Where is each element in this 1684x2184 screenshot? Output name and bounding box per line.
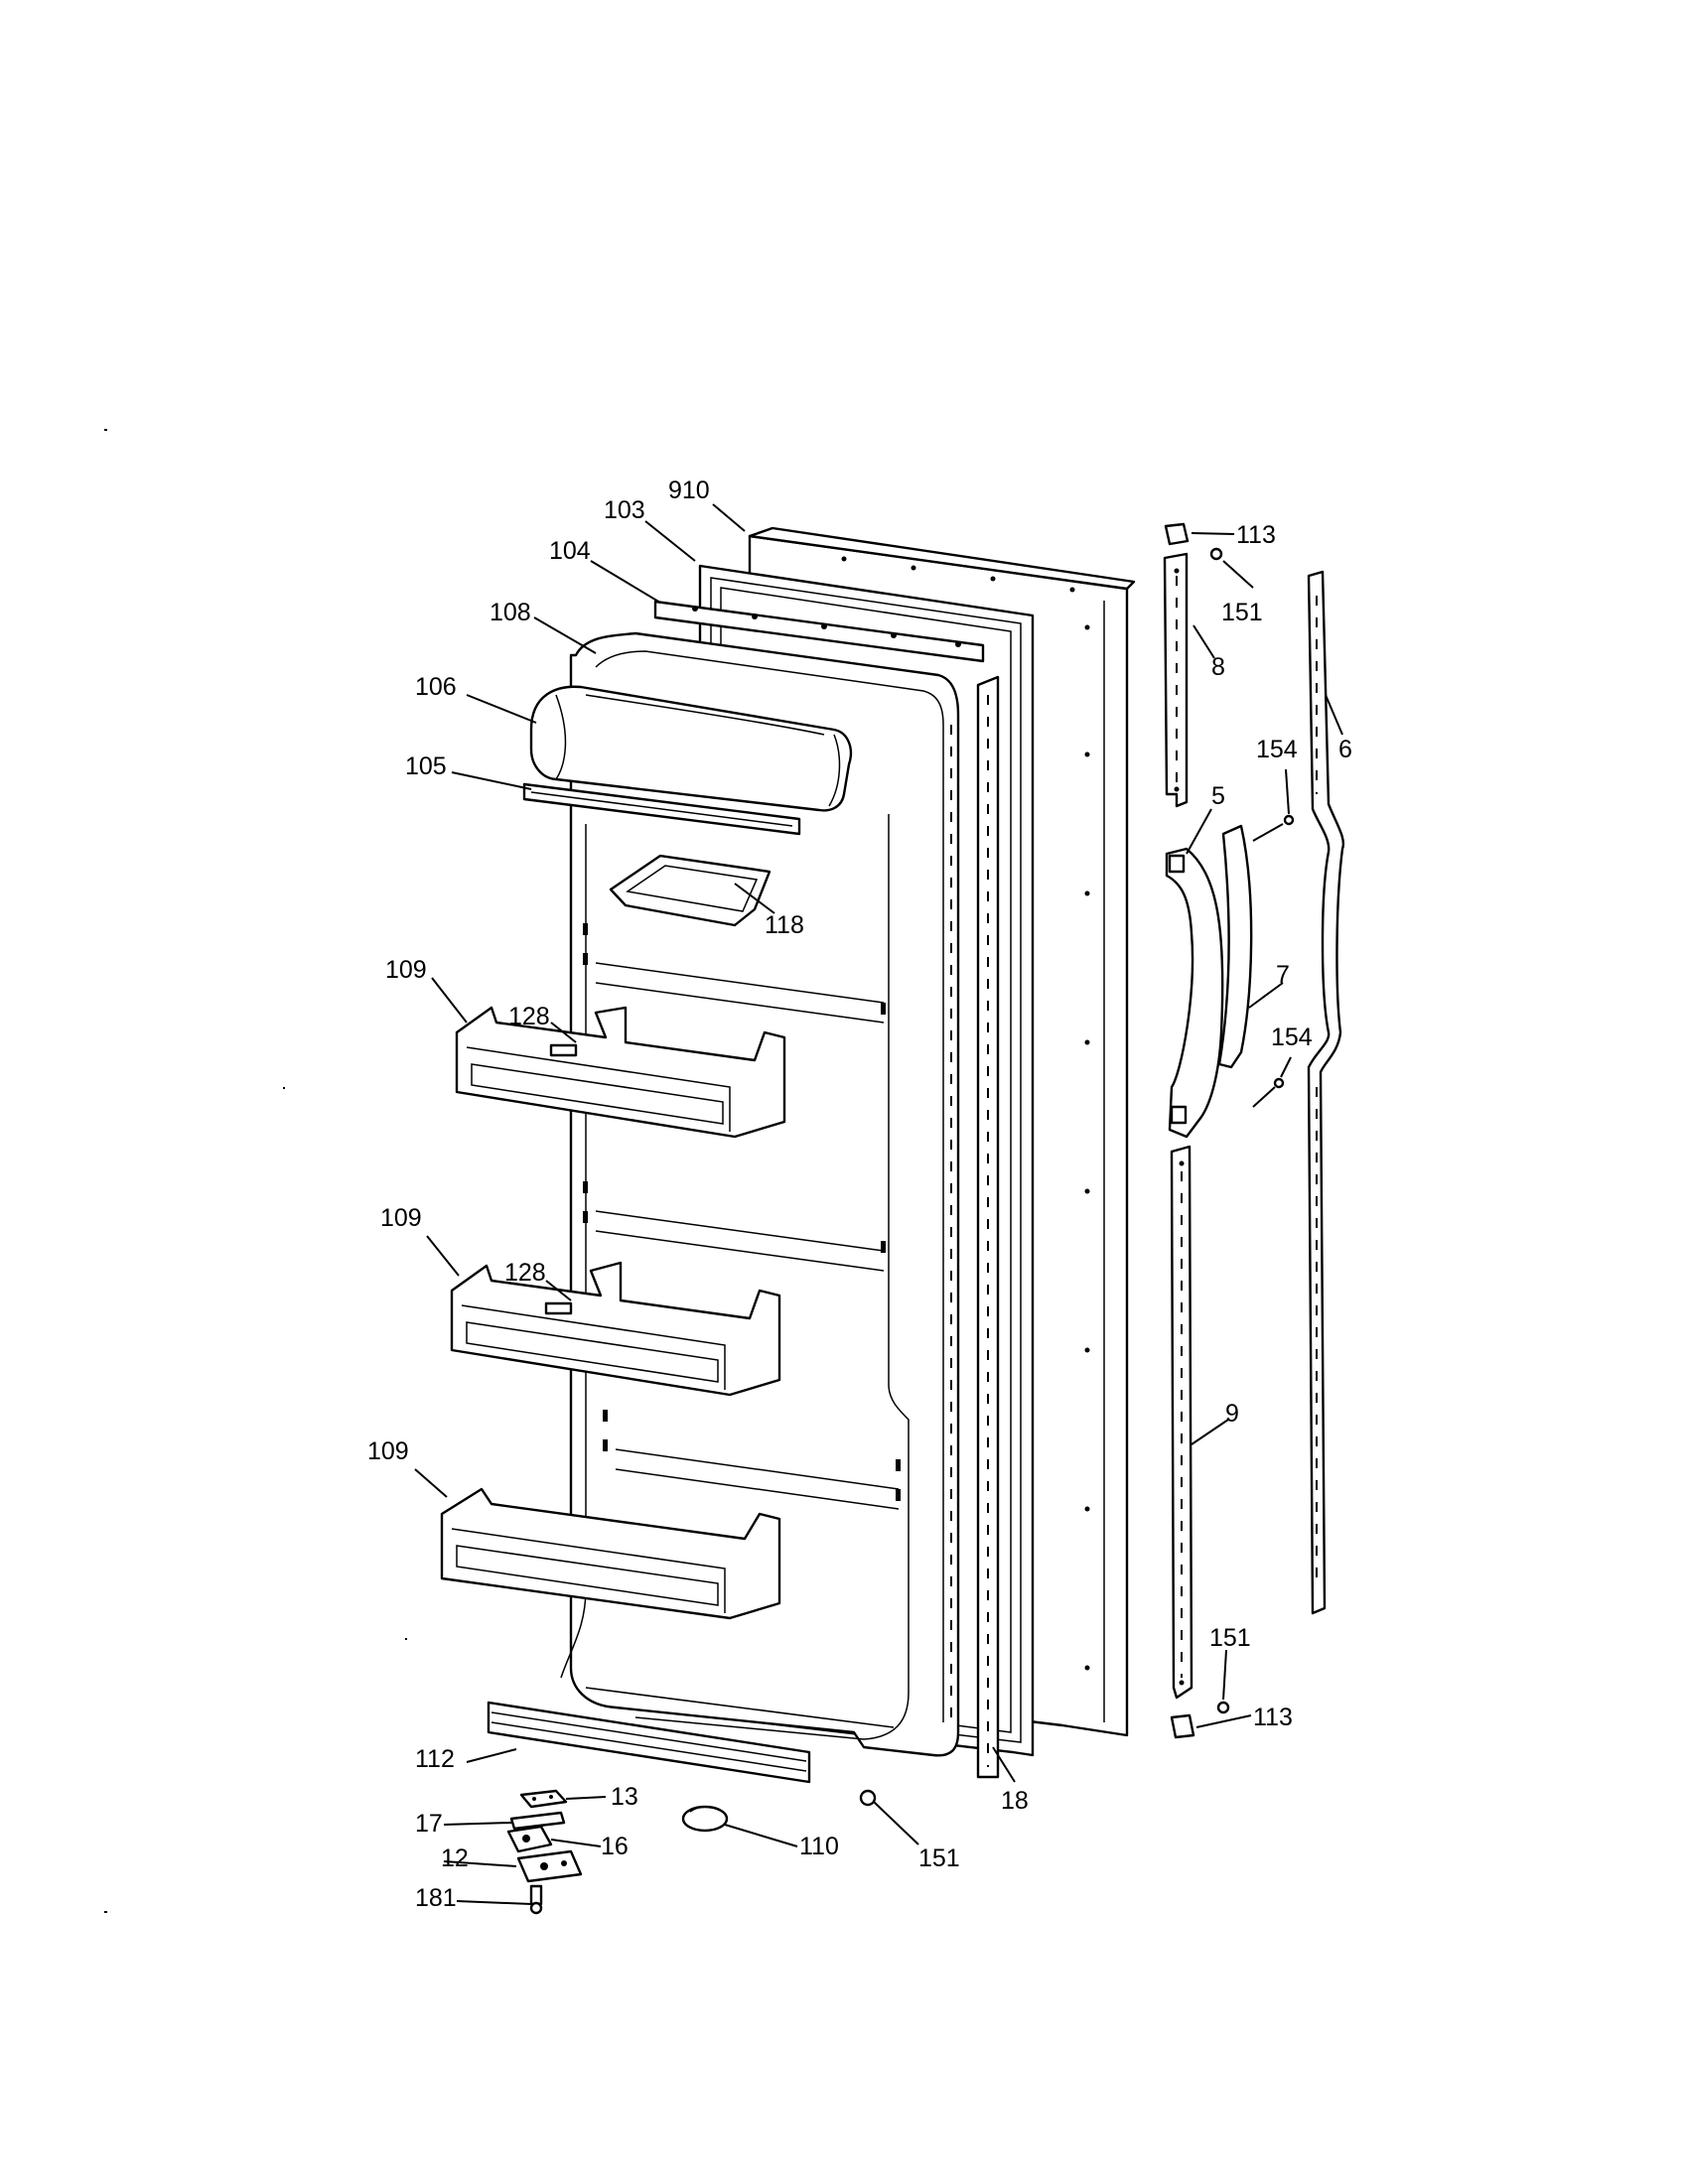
- lower-handle-mount-rail: [1170, 1145, 1193, 1700]
- callout-112: 112: [415, 1745, 455, 1773]
- callout-109-upper: 109: [385, 956, 427, 984]
- hinge-shim: [509, 1811, 566, 1831]
- handle-body: [1165, 847, 1224, 1139]
- callout-113-top: 113: [1236, 521, 1276, 549]
- callout-18: 18: [1001, 1787, 1029, 1815]
- callout-13: 13: [611, 1783, 638, 1811]
- handle-end-cap-bottom: [1170, 1713, 1195, 1739]
- top-retainer-strip: [653, 600, 985, 663]
- callout-154-upper: 154: [1256, 736, 1298, 763]
- callout-113-bottom: 113: [1253, 1704, 1293, 1731]
- callout-109-lower: 109: [367, 1437, 409, 1465]
- callout-128-upper: 128: [508, 1003, 550, 1030]
- callout-12: 12: [441, 1844, 469, 1872]
- callout-105: 105: [405, 752, 447, 780]
- callout-104: 104: [549, 537, 591, 565]
- bottom-screw: [859, 1789, 877, 1807]
- callout-8: 8: [1211, 653, 1225, 681]
- callout-labels: 910 103 104 108 106 105 118 109 128 109 …: [367, 477, 1352, 1912]
- callout-151-bottom: 151: [918, 1844, 960, 1872]
- callout-103: 103: [604, 496, 645, 524]
- callout-910: 910: [668, 477, 710, 504]
- callout-151-lower-right: 151: [1209, 1624, 1251, 1652]
- door-stop: [681, 1805, 729, 1833]
- callout-108: 108: [490, 599, 531, 626]
- callout-118: 118: [765, 911, 804, 939]
- side-retainer-strip: [976, 675, 1000, 1779]
- callout-7: 7: [1276, 961, 1290, 989]
- callout-151-top: 151: [1221, 599, 1263, 626]
- callout-181: 181: [415, 1884, 457, 1912]
- callout-106: 106: [415, 673, 457, 701]
- door-bin-middle: [450, 1261, 781, 1397]
- door-bin-lower: [440, 1487, 781, 1620]
- dairy-hinge-rail: [522, 782, 801, 836]
- handle-end-cap-top: [1164, 522, 1190, 546]
- door-bin-upper: [455, 1006, 786, 1139]
- handle-screw-lower: [1252, 1077, 1285, 1108]
- hinge-bracket: [516, 1849, 583, 1883]
- upper-handle-mount-rail: [1163, 552, 1189, 808]
- callout-110: 110: [799, 1833, 839, 1860]
- callout-9: 9: [1225, 1400, 1239, 1428]
- callout-17: 17: [415, 1810, 443, 1838]
- scan-specks: [104, 429, 407, 1913]
- bottom-trim: [487, 1701, 811, 1784]
- handle-screw-bottom: [1216, 1701, 1230, 1714]
- leader-lines: [414, 503, 1343, 1905]
- hinge-bushing: [506, 1825, 553, 1853]
- hinge-screw: [529, 1884, 543, 1915]
- handle-screw-upper: [1252, 814, 1295, 842]
- callout-5: 5: [1211, 782, 1225, 810]
- callout-16: 16: [601, 1833, 629, 1860]
- handle-screw-top: [1209, 547, 1223, 561]
- egg-tray: [609, 854, 772, 927]
- callout-154-lower: 154: [1271, 1024, 1313, 1051]
- callout-109-middle: 109: [380, 1204, 422, 1232]
- dairy-compartment-door: [529, 685, 853, 812]
- hinge-plate: [519, 1789, 568, 1809]
- handle-trim-insert: [1217, 824, 1253, 1069]
- callout-128-middle: 128: [504, 1259, 546, 1287]
- callout-6: 6: [1338, 736, 1352, 763]
- full-length-handle-trim: [1307, 570, 1345, 1615]
